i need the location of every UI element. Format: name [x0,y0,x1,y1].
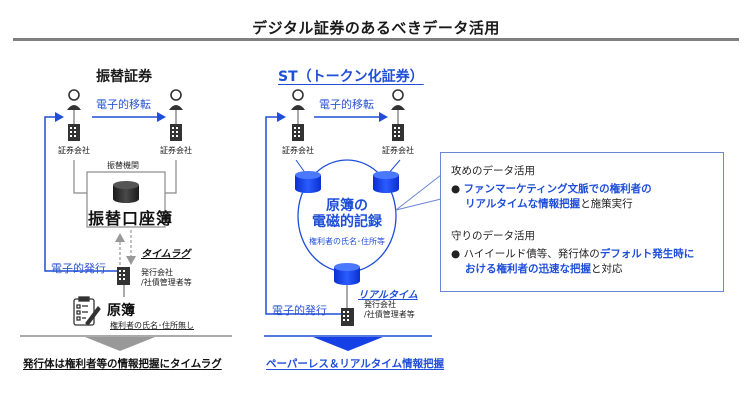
database-icon-left [113,181,139,203]
issuance-loop-st [265,116,342,315]
institution-label: 振替機関 [107,161,139,170]
data-usage-callout: 攻めのデータ活用 ● ファンマーケティング文脈での権利者の リアルタイムな情報把… [440,152,724,292]
record-note: 権利者の氏名･住所等 [309,237,385,246]
left-issuer-line1: 発行会社 [141,268,173,277]
defense-heading: 守りのデータ活用 [451,230,535,242]
left-issuance-label: 電子的発行 [51,262,106,275]
right-conclusion: ペーパーレス＆リアルタイム情報把握 [266,358,445,370]
db-node-right [373,171,399,193]
left-conclusion: 発行体は権利者等の情報把握にタイムラグ [23,358,222,370]
issuer-building-icon-st [341,308,354,326]
realtime-label: リアルタイム [358,290,418,301]
right-issuer-line2: /社債管理者等 [364,310,415,319]
person-icon-left [67,89,81,110]
page-title: デジタル証券のあるべきデータ活用 [252,19,500,37]
down-arrow-left [85,337,155,351]
left-heading: 振替証券 [96,69,152,85]
timelag-arrows [115,230,136,268]
ledger-title: 振替口座簿 [88,209,174,228]
left-broker-label-2: 証券会社 [160,146,192,155]
clipboard-icon [73,296,101,326]
down-arrow-right [313,337,383,351]
building-icon-st-left [292,124,304,141]
right-issuance-label: 電子的発行 [272,304,327,317]
right-issuer-line1: 発行会社 [364,300,396,309]
building-icon-right [170,124,182,141]
timelag-label: タイムラグ [141,249,191,260]
transfer-arrow-left [92,112,166,122]
issuance-arrowhead-left [55,112,64,122]
left-broker-label-1: 証券会社 [58,146,90,155]
person-icon-right [169,89,183,110]
building-icon-st-right [392,124,404,141]
issuer-building-icon-left [117,267,130,285]
right-transfer-label: 電子的移転 [319,98,374,111]
bullet-icon: ● [451,183,461,195]
register-note: 権利者の氏名･住所無し [110,321,194,330]
record-line1: 原簿の [326,198,368,214]
db-node-left [295,171,321,193]
left-issuer-line2: /社債管理者等 [141,278,192,287]
offense-bullet: ● ファンマーケティング文脈での権利者の リアルタイムな情報把握と施策実行 [451,183,652,210]
person-icon-st-left [291,89,305,110]
right-broker-label-2: 証券会社 [382,146,414,155]
callout-pointer [395,174,442,211]
defense-bullet: ● ハイイールド債等、発行体のデフォルト発生時に おける権利者の迅速な把握と対応 [451,248,695,275]
bullet-icon: ● [451,248,461,260]
left-transfer-label: 電子的移転 [96,98,151,111]
right-broker-label-1: 証券会社 [282,146,314,155]
issuance-loop-left [44,116,117,272]
transfer-arrow-st [314,112,388,122]
person-icon-st-right [391,89,405,110]
title-divider [13,38,739,41]
right-heading: ST（トークン化証券） [278,69,424,85]
register-title: 原簿 [107,303,135,319]
record-line2: 電磁的記録 [312,214,382,230]
db-node-bottom [334,263,360,285]
offense-heading: 攻めのデータ活用 [451,165,535,177]
building-icon-left [68,124,80,141]
